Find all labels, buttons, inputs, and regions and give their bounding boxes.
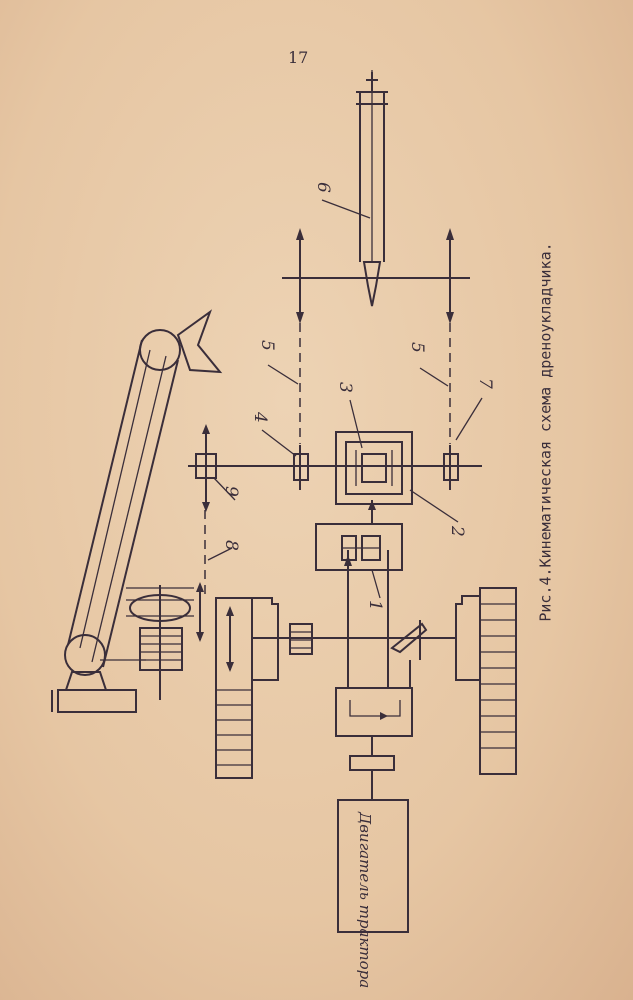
figure-caption: Рис.4.Кинематическая схема дреноукладчик… — [537, 242, 555, 621]
reducer-1 — [315, 500, 403, 571]
chain-drives — [204, 278, 451, 598]
boom-top-pulley — [139, 329, 181, 371]
page-number: 17 — [288, 48, 308, 67]
engine-box — [337, 799, 409, 933]
boom-assembly — [51, 309, 223, 713]
left-track-frame — [215, 597, 253, 779]
reducer-box — [315, 523, 403, 571]
leader-lines — [207, 199, 483, 599]
clutch-box — [289, 623, 313, 655]
label-1: 1 — [365, 600, 385, 611]
winch — [126, 582, 204, 700]
main-shaft — [188, 424, 482, 512]
winch-pulley — [129, 594, 191, 622]
label-7: 7 — [475, 378, 495, 389]
label-2: 2 — [447, 525, 467, 537]
transmission — [252, 550, 456, 933]
label-6: 6 — [313, 182, 333, 193]
gearbox-2 — [335, 431, 413, 505]
upper-shaft — [282, 228, 470, 324]
label-8: 8 — [221, 540, 241, 551]
label-4: 4 — [250, 411, 270, 423]
blade — [362, 261, 382, 307]
engine-label-text: Двигатель трактора — [356, 811, 374, 988]
label-5a: 5 — [257, 340, 277, 351]
bevel-gear — [390, 622, 428, 654]
right-track — [455, 587, 517, 775]
label-9: 9 — [221, 486, 241, 497]
label-5b: 5 — [407, 342, 427, 353]
boom-base — [57, 689, 137, 713]
drain-pipe-worker — [356, 70, 388, 307]
gearbox — [335, 687, 413, 737]
label-3: 3 — [335, 382, 355, 393]
boom-bucket — [176, 309, 223, 374]
coupling — [349, 755, 395, 771]
right-track-frame — [479, 587, 517, 775]
engine-label: Двигатель трактора — [356, 811, 374, 988]
boom-bottom-pulley — [64, 634, 106, 676]
left-track — [215, 597, 279, 779]
